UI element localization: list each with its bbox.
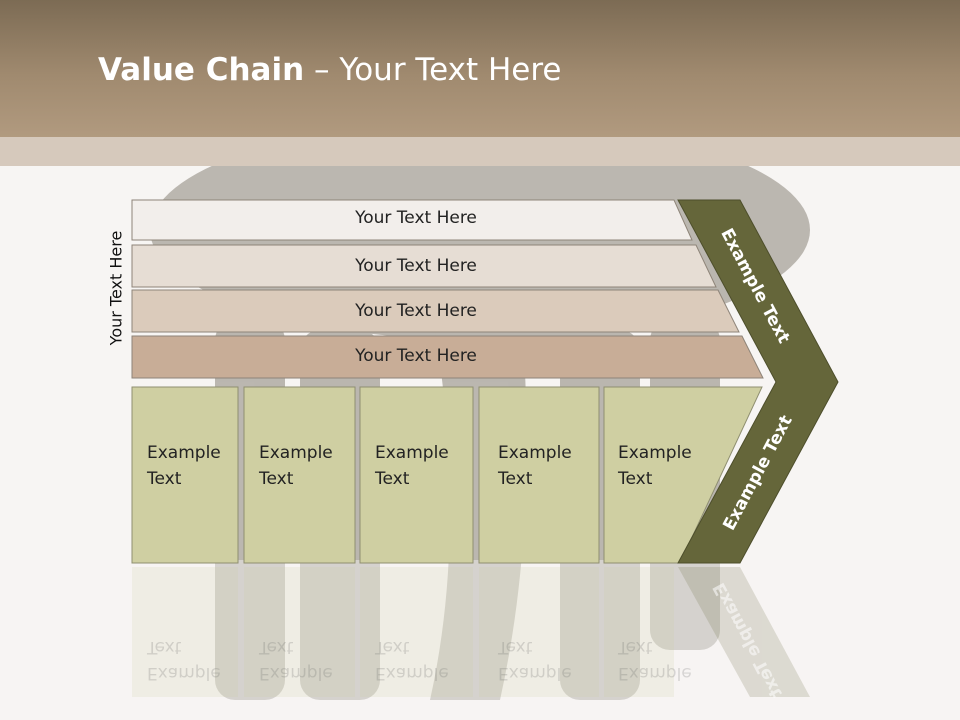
margin-chevron <box>677 199 839 564</box>
box-4-line2: Text <box>498 469 533 489</box>
row-bar-1 <box>131 199 693 241</box>
row-bar-3 <box>131 289 740 333</box>
activity-box-1 <box>131 386 239 564</box>
activity-box-4 <box>478 386 600 564</box>
box-2-line2: Text <box>259 469 294 489</box>
title-bold: Value Chain <box>98 52 305 88</box>
row-label-1: Your Text Here <box>355 208 477 228</box>
row-label-2: Your Text Here <box>355 256 477 276</box>
box-5-line1: Example <box>618 443 692 463</box>
box-4-line1: Example <box>498 443 572 463</box>
row-label-3: Your Text Here <box>355 301 477 321</box>
box-1-line1: Example <box>147 443 221 463</box>
activity-box-2 <box>243 386 356 564</box>
box-1-line2: Text <box>147 469 182 489</box>
row-bar-4 <box>131 335 764 379</box>
activity-box-3 <box>359 386 474 564</box>
header-band <box>0 0 960 137</box>
box-5-line2: Text <box>618 469 653 489</box>
slide-title: Value Chain – Your Text Here <box>98 52 561 88</box>
header-strip <box>0 137 960 166</box>
title-rest: – Your Text Here <box>304 52 562 88</box>
row-label-4: Your Text Here <box>355 346 477 366</box>
box-3-line1: Example <box>375 443 449 463</box>
box-2-line1: Example <box>259 443 333 463</box>
box-3-line2: Text <box>375 469 410 489</box>
row-bar-2 <box>131 244 717 288</box>
